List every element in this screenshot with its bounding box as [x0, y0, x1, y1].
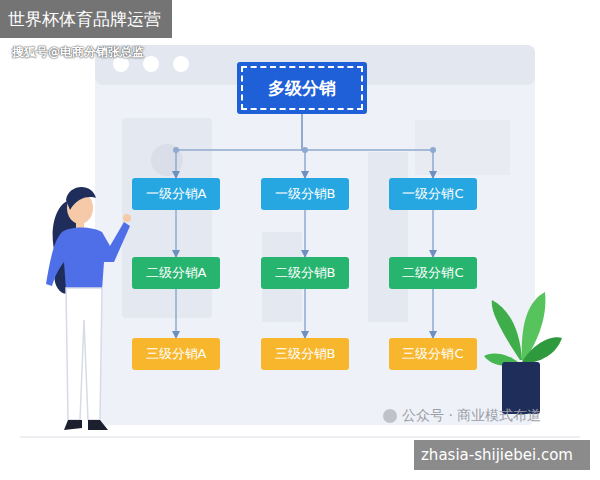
url-label: zhasia-shijiebei.com: [421, 446, 573, 464]
node-text: 三级分销B: [275, 345, 336, 363]
connector: [432, 289, 434, 338]
woman-figure: [46, 187, 131, 430]
node-text: 二级分销C: [402, 264, 463, 282]
header-label: 世界杯体育品牌运营: [8, 8, 161, 31]
connector: [175, 289, 177, 338]
distribution-box: 三级分销C: [389, 338, 477, 370]
wechat-icon: [383, 409, 397, 423]
junction-dot: [173, 147, 179, 153]
browser-window: [95, 45, 535, 425]
connector: [175, 210, 177, 257]
connector: [176, 114, 302, 178]
node-text: 多级分销: [268, 77, 336, 100]
distribution-box: 一级分销B: [261, 178, 349, 210]
floor-line: [20, 436, 580, 438]
distribution-box: 二级分销A: [132, 257, 220, 289]
panel-shape: [415, 120, 510, 175]
url-band: [414, 440, 590, 470]
node-text: 二级分销A: [146, 264, 207, 282]
potted-plant: [484, 292, 562, 414]
distribution-box: 三级分销A: [132, 338, 220, 370]
node-text: 一级分销B: [275, 185, 336, 203]
distribution-box: 三级分销B: [261, 338, 349, 370]
node-text: 一级分销A: [146, 185, 207, 203]
node-text: 三级分销C: [402, 345, 463, 363]
header-label: 搜狐号@电商分销张总监: [12, 44, 144, 61]
connector: [304, 289, 306, 338]
node-text: 三级分销A: [146, 345, 207, 363]
junction-dot: [430, 147, 436, 153]
distribution-box: 一级分销A: [132, 178, 220, 210]
window-dot: [143, 56, 159, 72]
title-band: [0, 0, 172, 38]
connector: [302, 114, 433, 178]
distribution-box: 二级分销C: [389, 257, 477, 289]
node-text: 一级分销C: [402, 185, 463, 203]
distribution-box: 一级分销C: [389, 178, 477, 210]
connector: [304, 210, 306, 257]
node-text: 二级分销B: [275, 264, 336, 282]
connector: [432, 210, 434, 257]
distribution-box: 二级分销B: [261, 257, 349, 289]
avatar: [151, 144, 183, 176]
root-box: 多级分销: [237, 62, 367, 114]
watermark: 公众号 · 商业模式布道: [402, 407, 541, 425]
window-dot: [173, 56, 189, 72]
